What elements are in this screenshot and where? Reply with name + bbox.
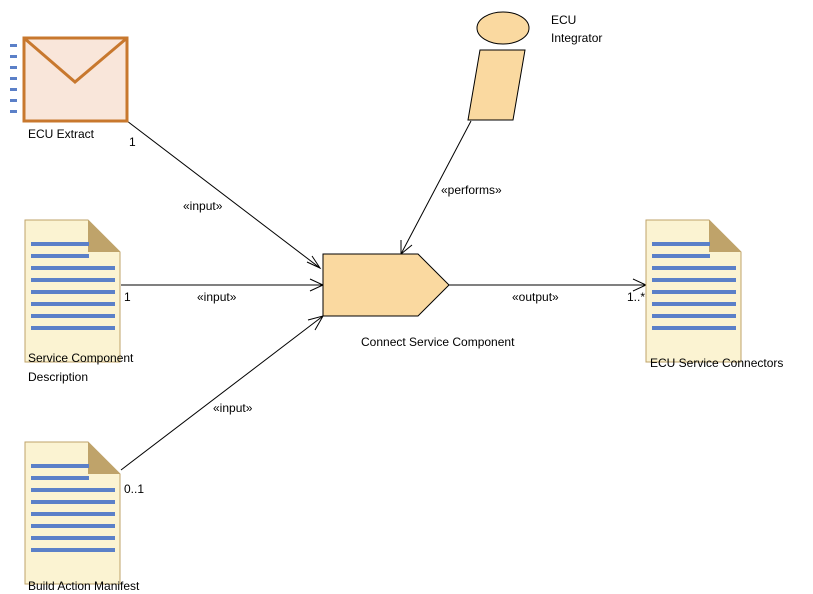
edge-performs: «performs» [400, 120, 502, 256]
node-connect-service-component[interactable]: Connect Service Component [322, 253, 515, 349]
edge-multiplicity: 0..1 [124, 482, 144, 496]
node-label: ECU Extract [28, 127, 95, 141]
node-label-line1: ECU [551, 13, 576, 27]
edge-build-action-manifest-input: «input» 0..1 [120, 315, 325, 496]
node-label: Build Action Manifest [28, 579, 140, 593]
edge-service-component-description-input: «input» 1 [121, 278, 325, 304]
node-ecu-service-connectors[interactable]: ECU Service Connectors [645, 219, 783, 370]
edge-ecu-extract-input: «input» 1 [126, 120, 322, 270]
edge-multiplicity: 1 [124, 290, 131, 304]
node-ecu-integrator[interactable]: ECU Integrator [467, 11, 602, 121]
task-icon [322, 253, 450, 317]
edge-multiplicity: 1 [129, 135, 136, 149]
document-icon [645, 219, 742, 363]
node-label: Connect Service Component [361, 335, 515, 349]
envelope-icon [10, 36, 129, 123]
node-ecu-extract[interactable]: ECU Extract [10, 36, 129, 141]
edge-stereotype: «input» [197, 290, 237, 304]
edge-multiplicity: 1..* [627, 290, 645, 304]
node-label-line1: Service Component [28, 351, 134, 365]
node-label: ECU Service Connectors [650, 356, 783, 370]
node-label-line2: Description [28, 370, 88, 384]
edge-stereotype: «input» [213, 401, 253, 415]
node-service-component-description[interactable]: Service Component Description [24, 219, 134, 384]
document-icon [24, 441, 121, 585]
node-label-line2: Integrator [551, 31, 602, 45]
edge-stereotype: «input» [183, 199, 223, 213]
edge-stereotype: «output» [512, 290, 559, 304]
edge-stereotype: «performs» [441, 183, 502, 197]
role-icon [467, 11, 530, 121]
node-build-action-manifest[interactable]: Build Action Manifest [24, 441, 140, 593]
document-icon [24, 219, 121, 363]
edge-output: «output» 1..* [449, 278, 648, 304]
